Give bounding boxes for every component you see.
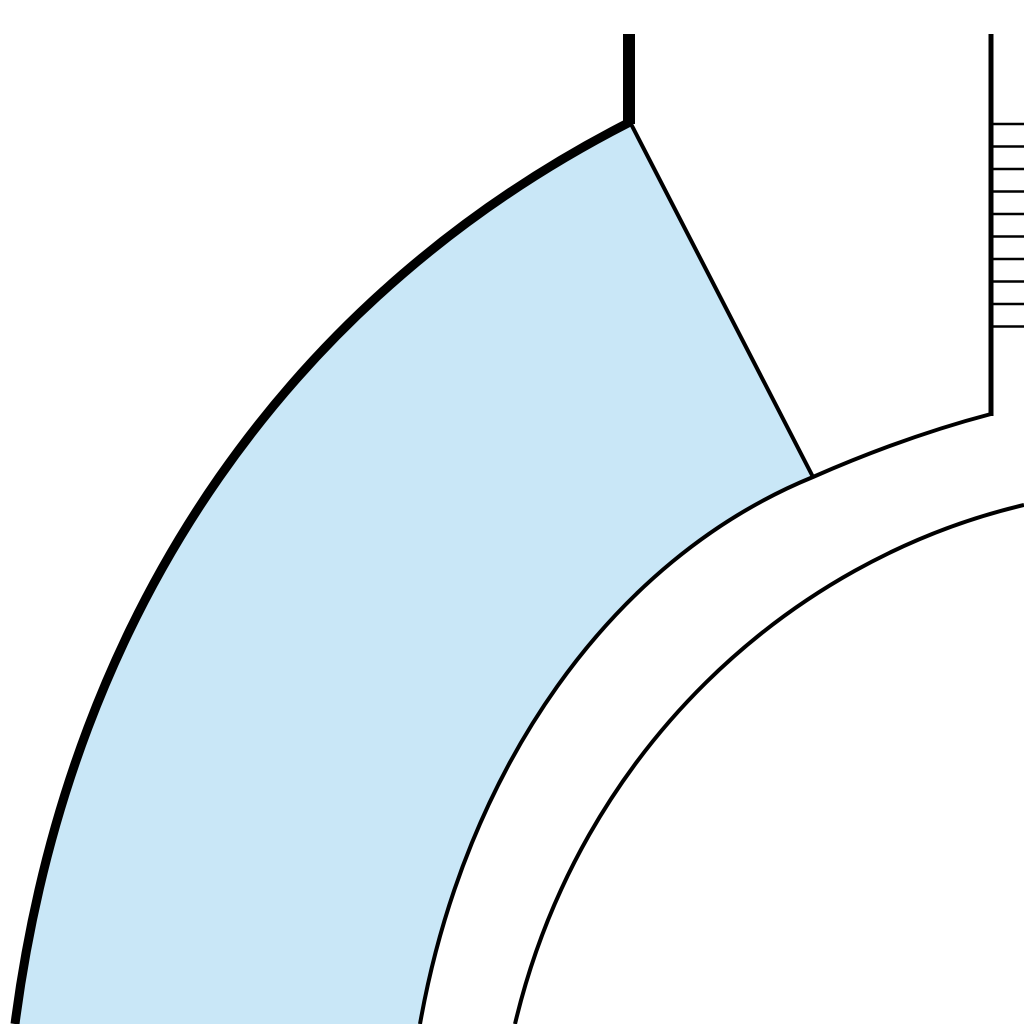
inner-ring-outer-arc bbox=[418, 412, 992, 1024]
outer-arc bbox=[10, 117, 633, 1024]
hatch-lines bbox=[991, 122, 1024, 328]
sector-radial-edge bbox=[628, 121, 815, 478]
inner-ring-inner-arc bbox=[513, 503, 1024, 1024]
blue-sector bbox=[15, 122, 813, 1024]
